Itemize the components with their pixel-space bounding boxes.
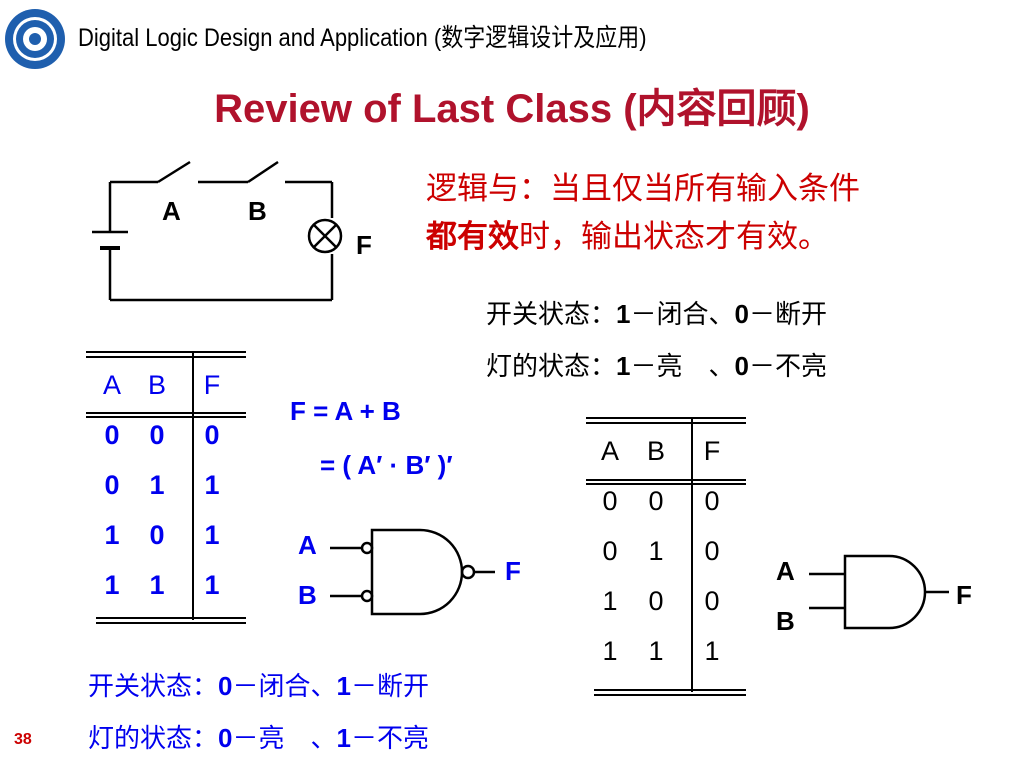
table-cell: 0 xyxy=(704,485,720,516)
table-cell: 0 xyxy=(704,535,720,566)
definition-line2: 都有效时，输出状态才有效。 xyxy=(426,214,829,259)
table-cell: 1 xyxy=(648,535,664,566)
and-th-a: A xyxy=(600,435,619,466)
table-cell: 0 xyxy=(104,469,120,500)
and-input-b: B xyxy=(776,606,795,636)
or-truth-table-frame xyxy=(86,351,246,624)
definition-line2-rest: 时，输出状态才有效。 xyxy=(519,219,829,254)
table-cell: 1 xyxy=(204,519,220,550)
nand-output-f: F xyxy=(505,556,521,586)
table-cell: 1 xyxy=(104,519,120,550)
and-switch-state: 开关状态：1－闭合、0－断开 xyxy=(486,299,827,329)
nand-input-a: A xyxy=(298,530,317,560)
and-th-f: F xyxy=(703,435,721,466)
formula-line1: F = A + B xyxy=(290,396,401,426)
or-th-f: F xyxy=(203,369,221,400)
or-th-b: B xyxy=(147,369,166,400)
table-cell: 1 xyxy=(602,635,618,666)
nand-input-b: B xyxy=(298,580,317,610)
and-input-a: A xyxy=(776,556,795,586)
table-cell: 1 xyxy=(204,469,220,500)
table-cell: 1 xyxy=(204,569,220,600)
table-cell: 0 xyxy=(149,519,165,550)
table-cell: 1 xyxy=(149,469,165,500)
and-lamp-state: 灯的状态：1－亮 、0－不亮 xyxy=(486,351,827,381)
table-cell: 0 xyxy=(648,485,664,516)
slide-title: Review of Last Class (内容回顾) xyxy=(214,87,810,131)
table-cell: 1 xyxy=(648,635,664,666)
and-output-f: F xyxy=(956,580,972,610)
lamp-label: F xyxy=(356,230,372,260)
table-cell: 0 xyxy=(704,585,720,616)
formula-line2: = ( A′ · B′ )′ xyxy=(320,450,453,480)
switch-b-label: B xyxy=(248,196,267,226)
university-logo xyxy=(5,9,65,69)
definition-emphasis: 都有效 xyxy=(426,219,519,254)
or-switch-state: 开关状态：0－闭合、1－断开 xyxy=(88,671,429,701)
table-cell: 1 xyxy=(149,569,165,600)
table-cell: 1 xyxy=(704,635,720,666)
table-cell: 0 xyxy=(602,485,618,516)
table-cell: 0 xyxy=(104,419,120,450)
page-number: 38 xyxy=(14,731,32,748)
nand-gate-symbol xyxy=(330,528,495,616)
table-cell: 0 xyxy=(602,535,618,566)
table-cell: 1 xyxy=(602,585,618,616)
table-cell: 0 xyxy=(648,585,664,616)
table-cell: 0 xyxy=(149,419,165,450)
table-cell: 0 xyxy=(204,419,220,450)
table-cell: 1 xyxy=(104,569,120,600)
series-switch-circuit xyxy=(92,160,343,302)
switch-a-label: A xyxy=(162,196,181,226)
and-gate-symbol xyxy=(809,554,949,630)
course-title: Digital Logic Design and Application (数字… xyxy=(78,24,647,52)
and-th-b: B xyxy=(646,435,665,466)
and-truth-table-frame xyxy=(586,417,746,696)
definition-line1: 逻辑与：当且仅当所有输入条件 xyxy=(426,171,860,206)
or-lamp-state: 灯的状态：0－亮 、1－不亮 xyxy=(88,723,429,753)
or-th-a: A xyxy=(102,369,121,400)
